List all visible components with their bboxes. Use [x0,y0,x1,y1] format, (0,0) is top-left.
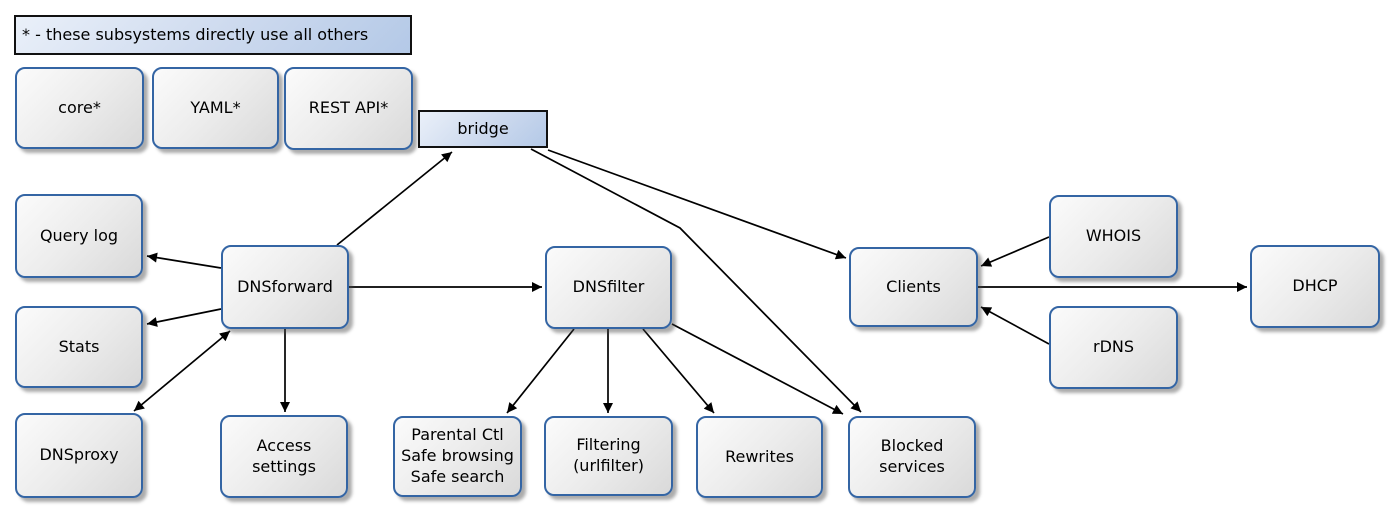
node-core-label: core* [58,97,101,117]
node-clients-label: Clients [886,276,941,296]
node-rewrites: Rewrites [696,416,823,498]
node-access-settings: Access settings [220,415,348,498]
node-filtering-urlfilter: Filtering (urlfilter) [544,416,673,496]
node-clients: Clients [849,247,978,327]
edge-bridge-to-clients [547,149,847,260]
node-stats-label: Stats [58,336,100,356]
node-stats: Stats [15,306,143,388]
edge-dnsforward-to-querylog [146,252,222,269]
node-rdns-label: rDNS [1092,337,1135,357]
node-whois: WHOIS [1049,195,1178,278]
node-yaml-label: YAML* [190,97,241,117]
node-yaml: YAML* [152,67,279,149]
edge-dnsforward-to-bridge [336,151,453,246]
edge-whois-to-clients [980,236,1050,267]
node-parental-label: Parental Ctl Safe browsing Safe search [401,425,514,486]
node-whois-label: WHOIS [1085,226,1142,246]
node-query-log-label: Query log [39,225,119,245]
node-core: core* [15,67,144,149]
node-access-settings-label: Access settings [252,435,316,476]
node-bridge-label: bridge [457,118,509,138]
node-dnsproxy: DNSproxy [15,413,143,498]
edge-dnsforward-to-stats [146,308,222,327]
node-parental-safebrowsing-safesearch: Parental Ctl Safe browsing Safe search [393,416,522,497]
edge-dnsfilter-to-rewrites [642,328,715,414]
edge-dnsfilter-to-parental [506,328,575,414]
node-dnsproxy-label: DNSproxy [39,445,119,465]
node-dnsfilter: DNSfilter [545,246,672,329]
legend-text: * - these subsystems directly use all ot… [22,24,369,44]
node-query-log: Query log [15,194,143,278]
node-dnsforward: DNSforward [221,245,349,329]
edge-bridge-to-blocked [530,148,862,413]
legend-note: * - these subsystems directly use all ot… [14,15,412,55]
edge-rdns-to-clients [980,306,1050,345]
node-dhcp-label: DHCP [1292,276,1338,296]
node-bridge: bridge [418,110,548,148]
node-dnsforward-label: DNSforward [237,276,333,296]
node-rewrites-label: Rewrites [725,446,794,466]
edge-dnsforward-to-dnsproxy [133,330,231,412]
node-dhcp: DHCP [1250,245,1380,328]
edge-dnsfilter-to-blocked [671,323,844,415]
node-rest-api: REST API* [284,67,413,150]
node-rest-api-label: REST API* [308,98,389,118]
node-dnsfilter-label: DNSfilter [572,277,645,297]
node-filtering-label: Filtering (urlfilter) [573,435,644,475]
node-rdns: rDNS [1049,306,1178,389]
node-blocked-services: Blocked services [848,416,976,498]
node-blocked-services-label: Blocked services [879,436,945,476]
